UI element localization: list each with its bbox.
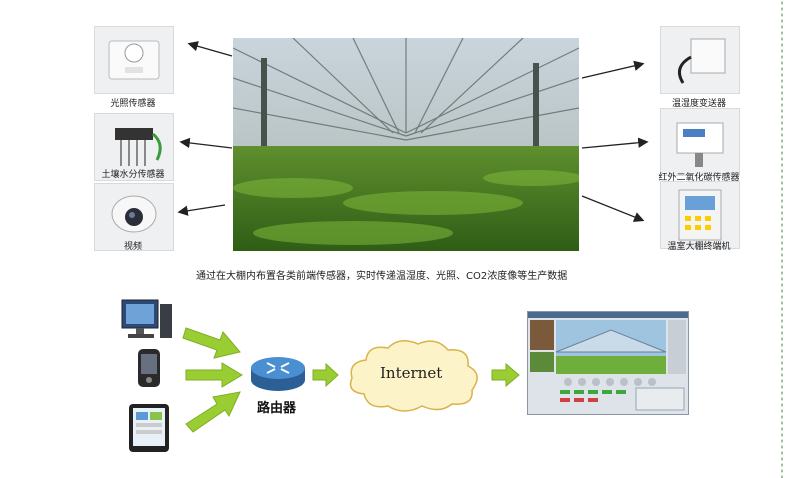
software-screenshot-icon: [528, 312, 688, 414]
decorative-dotted-border: [780, 0, 784, 478]
arrow-router-to-cloud: [313, 364, 338, 386]
arrow-phone-to-router: [186, 363, 242, 387]
monitoring-software-screenshot: [527, 311, 689, 415]
internet-label: Internet: [380, 364, 442, 382]
router-label: 路由器: [257, 397, 296, 416]
router-icon: [249, 354, 307, 394]
arrow-cloud-to-software: [492, 364, 519, 386]
arrow-tablet-to-router: [186, 392, 240, 432]
arrow-desktop-to-router: [183, 328, 240, 358]
